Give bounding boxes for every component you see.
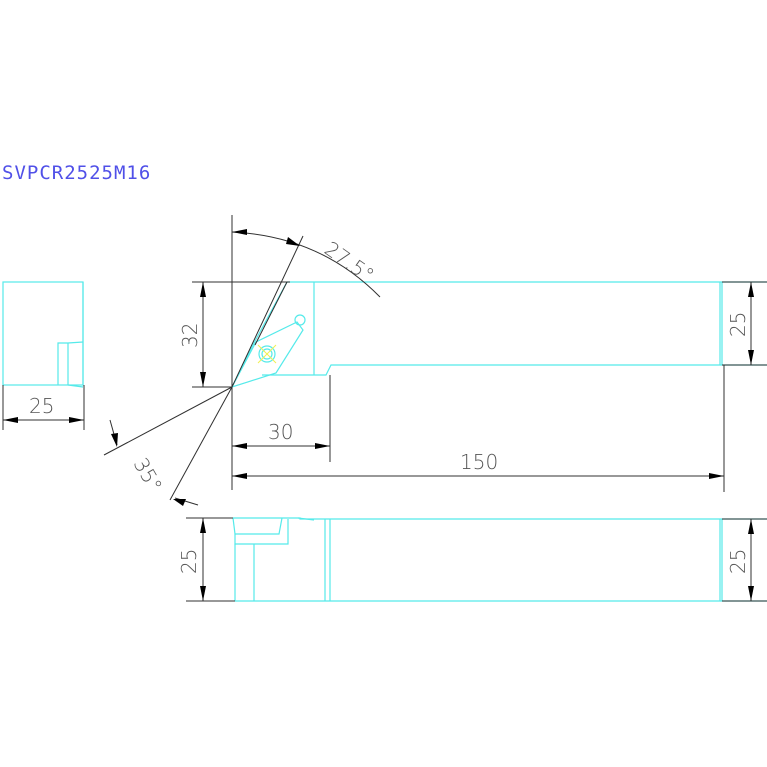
overall-length-dim: 150 [460, 450, 498, 474]
end-view-width-dim: 25 [29, 394, 54, 418]
side-height-right-dim: 25 [726, 549, 750, 574]
head-height-dim: 32 [178, 323, 202, 348]
end-view: 25 [2, 281, 85, 430]
approach-angle-dim: 27.5° [320, 236, 378, 287]
end-angle-dim: 35° [129, 454, 168, 497]
part-number-title: SVPCR2525M16 [2, 162, 152, 184]
side-height-left-dim: 25 [177, 549, 201, 574]
head-length-dim: 30 [268, 420, 293, 444]
shank-width-dim: 25 [726, 312, 750, 337]
side-view: 25 25 [177, 517, 767, 602]
top-view: 27.5° 35° 32 25 30 150 [103, 215, 767, 506]
